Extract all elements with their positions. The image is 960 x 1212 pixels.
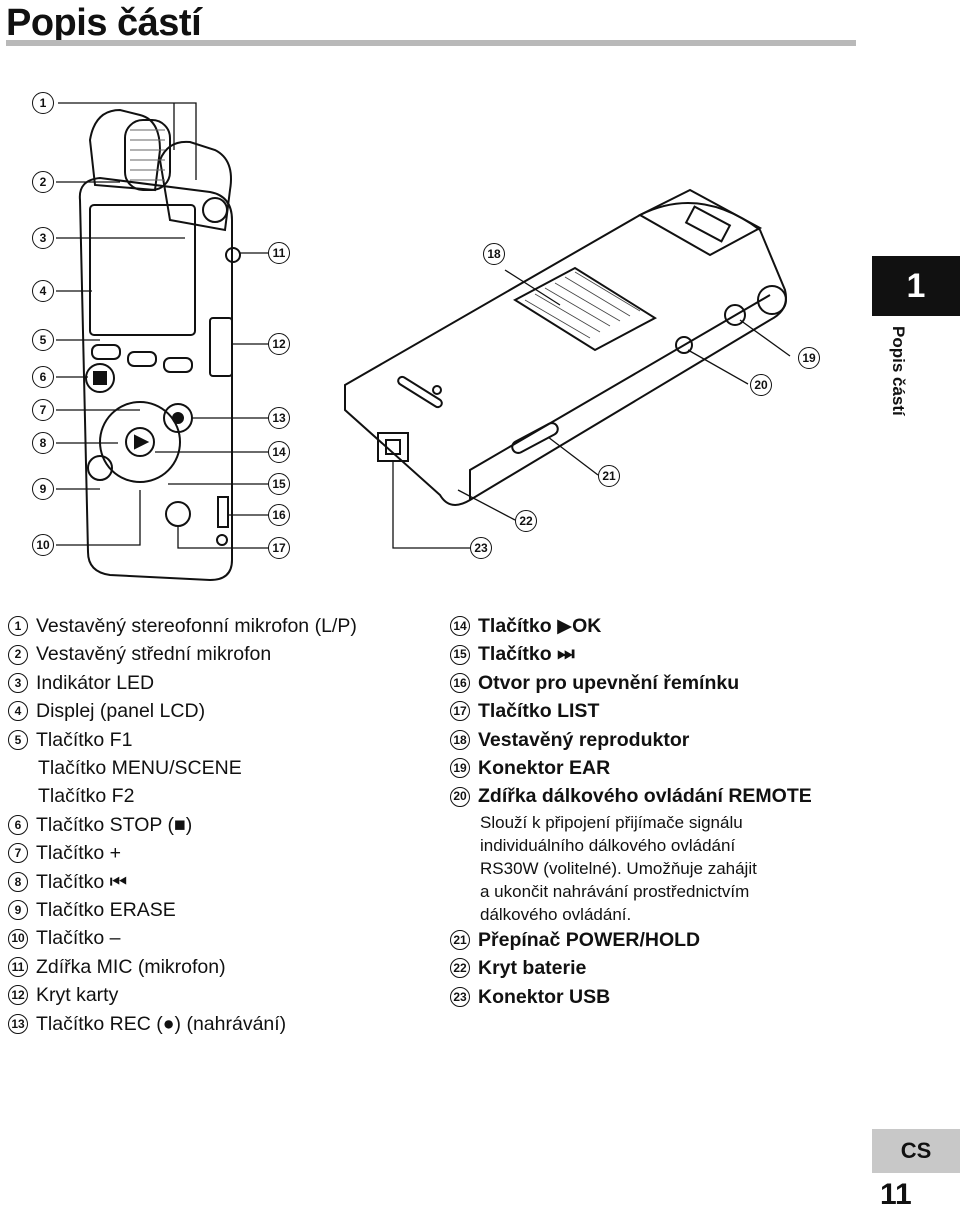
title-underline	[6, 40, 856, 46]
callout-12: 12	[268, 333, 290, 355]
callout-16: 16	[268, 504, 290, 526]
callout-18: 18	[483, 243, 505, 265]
list-item: Tlačítko MENU/SCENE	[38, 757, 242, 780]
remote-description-line: dálkového ovládání.	[480, 904, 632, 924]
device-diagrams	[56, 102, 791, 582]
callout-8: 8	[32, 432, 54, 454]
remote-description-line: Slouží k připojení přijímače signálu	[480, 812, 743, 832]
callout-19: 19	[798, 347, 820, 369]
callout-13: 13	[268, 407, 290, 429]
callout-10: 10	[32, 534, 54, 556]
callout-21: 21	[598, 465, 620, 487]
callout-4: 4	[32, 280, 54, 302]
callout-1: 1	[32, 92, 54, 114]
center-mic	[124, 119, 171, 191]
callout-23: 23	[470, 537, 492, 559]
page-title: Popis částí	[6, 2, 202, 44]
right-mic	[158, 140, 232, 232]
chapter-tab: 1	[872, 256, 960, 316]
callout-5: 5	[32, 329, 54, 351]
callout-11: 11	[268, 242, 290, 264]
language-tag: CS	[872, 1129, 960, 1173]
callout-6: 6	[32, 366, 54, 388]
callout-17: 17	[268, 537, 290, 559]
remote-description-line: individuálního dálkového ovládání	[480, 835, 736, 855]
remote-description-line: a ukončit nahrávání prostřednictvím	[480, 881, 750, 901]
callout-20: 20	[750, 374, 772, 396]
callout-9: 9	[32, 478, 54, 500]
rear-body	[344, 202, 787, 506]
callout-2: 2	[32, 171, 54, 193]
callout-3: 3	[32, 227, 54, 249]
callout-22: 22	[515, 510, 537, 532]
page-number: 11	[880, 1178, 912, 1211]
front-display	[89, 204, 196, 336]
remote-description-line: RS30W (volitelné). Umožňuje zahájit	[480, 858, 757, 878]
callout-14: 14	[268, 441, 290, 463]
callout-15: 15	[268, 473, 290, 495]
front-body	[78, 176, 233, 582]
callout-7: 7	[32, 399, 54, 421]
list-item: Tlačítko F2	[38, 785, 135, 808]
